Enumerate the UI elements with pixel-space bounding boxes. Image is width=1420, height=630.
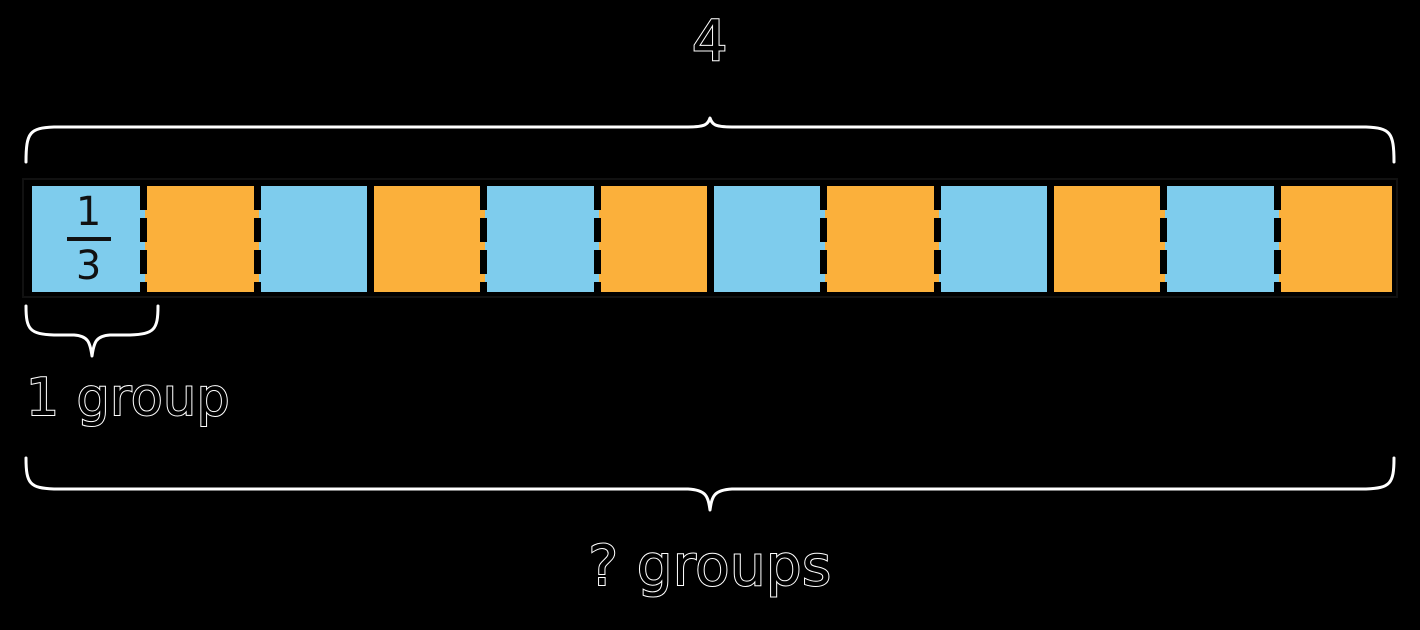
bar-segment-6 [593, 186, 712, 292]
fraction-denominator: 3 [75, 243, 102, 289]
segment-divider-dashed [593, 186, 601, 292]
segment-divider-dashed [933, 186, 941, 292]
bar-segment-3 [253, 186, 372, 292]
unit-fraction-label: 1 3 [66, 189, 111, 289]
bar-segment-12 [1273, 186, 1392, 292]
top-brace [20, 116, 1400, 168]
bar-segment-8 [820, 186, 939, 292]
segment-divider-dashed [480, 186, 488, 292]
total-length-label: 4 [691, 9, 729, 74]
segment-divider-dashed [820, 186, 828, 292]
segment-divider-dashed [253, 186, 261, 292]
segment-divider-solid [366, 186, 374, 292]
segment-divider-dashed [140, 186, 148, 292]
segment-divider-dashed [1273, 186, 1281, 292]
bar-segment-2 [140, 186, 259, 292]
segment-divider-dashed [1160, 186, 1168, 292]
tape-diagram-bar: 1 3 [22, 178, 1398, 298]
fraction-bar [66, 237, 111, 241]
bar-segment-5 [480, 186, 599, 292]
bar-segment-11 [1160, 186, 1279, 292]
bar-segment-10 [1046, 186, 1166, 292]
bar-segment-9 [933, 186, 1052, 292]
question-groups-label: ? groups [587, 533, 832, 600]
bar-segments-row: 1 3 [32, 186, 1392, 292]
bar-segment-4 [366, 186, 486, 292]
segment-divider-solid [706, 186, 714, 292]
segment-divider-solid [1046, 186, 1054, 292]
bottom-brace [20, 456, 1400, 520]
one-group-label: 1 group [25, 367, 231, 429]
bar-segment-7 [706, 186, 826, 292]
fraction-numerator: 1 [75, 189, 102, 235]
bar-segment-1: 1 3 [32, 186, 146, 292]
one-group-brace [20, 304, 170, 364]
